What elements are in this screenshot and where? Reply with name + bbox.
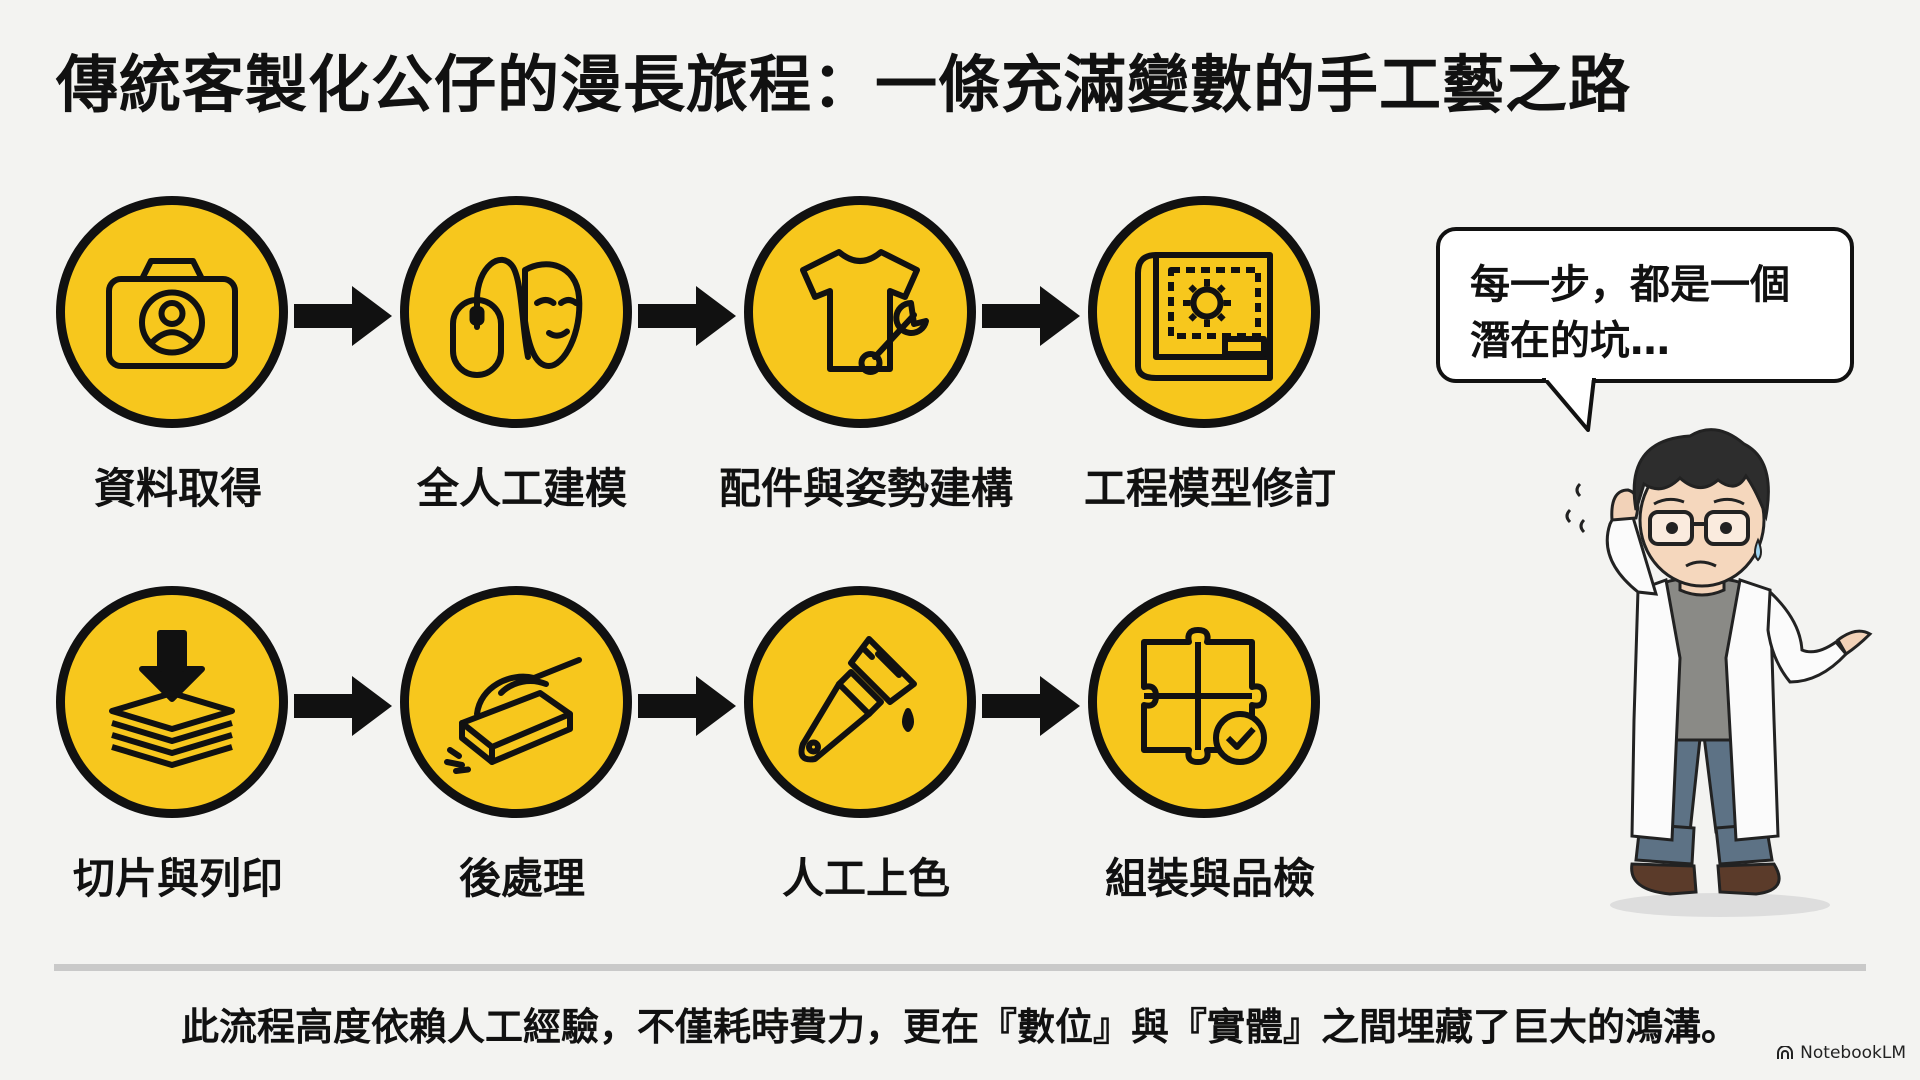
footer-caption: 此流程高度依賴人工經驗，不僅耗時費力，更在『數位』與『實體』之間埋藏了巨大的鴻溝… [0,996,1920,1051]
speech-bubble-line-1: 每一步，都是一個 [1470,257,1820,313]
step-circle-manual-coloring [744,586,976,818]
step-label-slicing-printing: 切片與列印 [8,845,348,906]
step-label-manual-modeling: 全人工建模 [352,455,692,516]
mouse-mask-icon [441,237,591,387]
arrow-right-icon [638,284,738,348]
speech-bubble: 每一步，都是一個 潛在的坑… [1436,227,1854,383]
step-circle-data-acquisition [56,196,288,428]
step-circle-manual-modeling [400,196,632,428]
step-label-manual-coloring: 人工上色 [696,845,1036,906]
footer-divider [54,964,1866,971]
step-label-assembly-qc: 組裝與品檢 [1040,845,1380,906]
blueprint-gear-icon [1129,237,1279,387]
step-label-accessories-pose: 配件與姿勢建構 [696,455,1036,516]
arrow-right-icon [294,674,394,738]
step-label-engineering-revision: 工程模型修訂 [1040,455,1380,516]
shirt-wrench-icon [785,237,935,387]
step-circle-engineering-revision [1088,196,1320,428]
page-title: 傳統客製化公仔的漫長旅程：一條充滿變數的手工藝之路 [56,34,1631,124]
step-circle-post-processing [400,586,632,818]
arrow-right-icon [982,674,1082,738]
paintbrush-icon [785,627,935,777]
brand-watermark: NotebookLM [1776,1043,1906,1063]
camera-portrait-icon [97,237,247,387]
puzzle-check-icon [1129,627,1279,777]
arrow-right-icon [294,284,394,348]
step-circle-accessories-pose [744,196,976,428]
arrow-right-icon [982,284,1082,348]
arrow-right-icon [638,674,738,738]
step-label-data-acquisition: 資料取得 [8,455,348,516]
hand-sanding-icon [441,627,591,777]
brand-name: NotebookLM [1800,1043,1906,1063]
step-circle-slicing-printing [56,586,288,818]
speech-bubble-line-2: 潛在的坑… [1470,313,1820,369]
notebooklm-logo-icon [1776,1046,1794,1060]
layers-download-icon [97,627,247,777]
step-circle-assembly-qc [1088,586,1320,818]
step-label-post-processing: 後處理 [352,845,692,906]
worried-scientist-illustration [1540,420,1880,920]
